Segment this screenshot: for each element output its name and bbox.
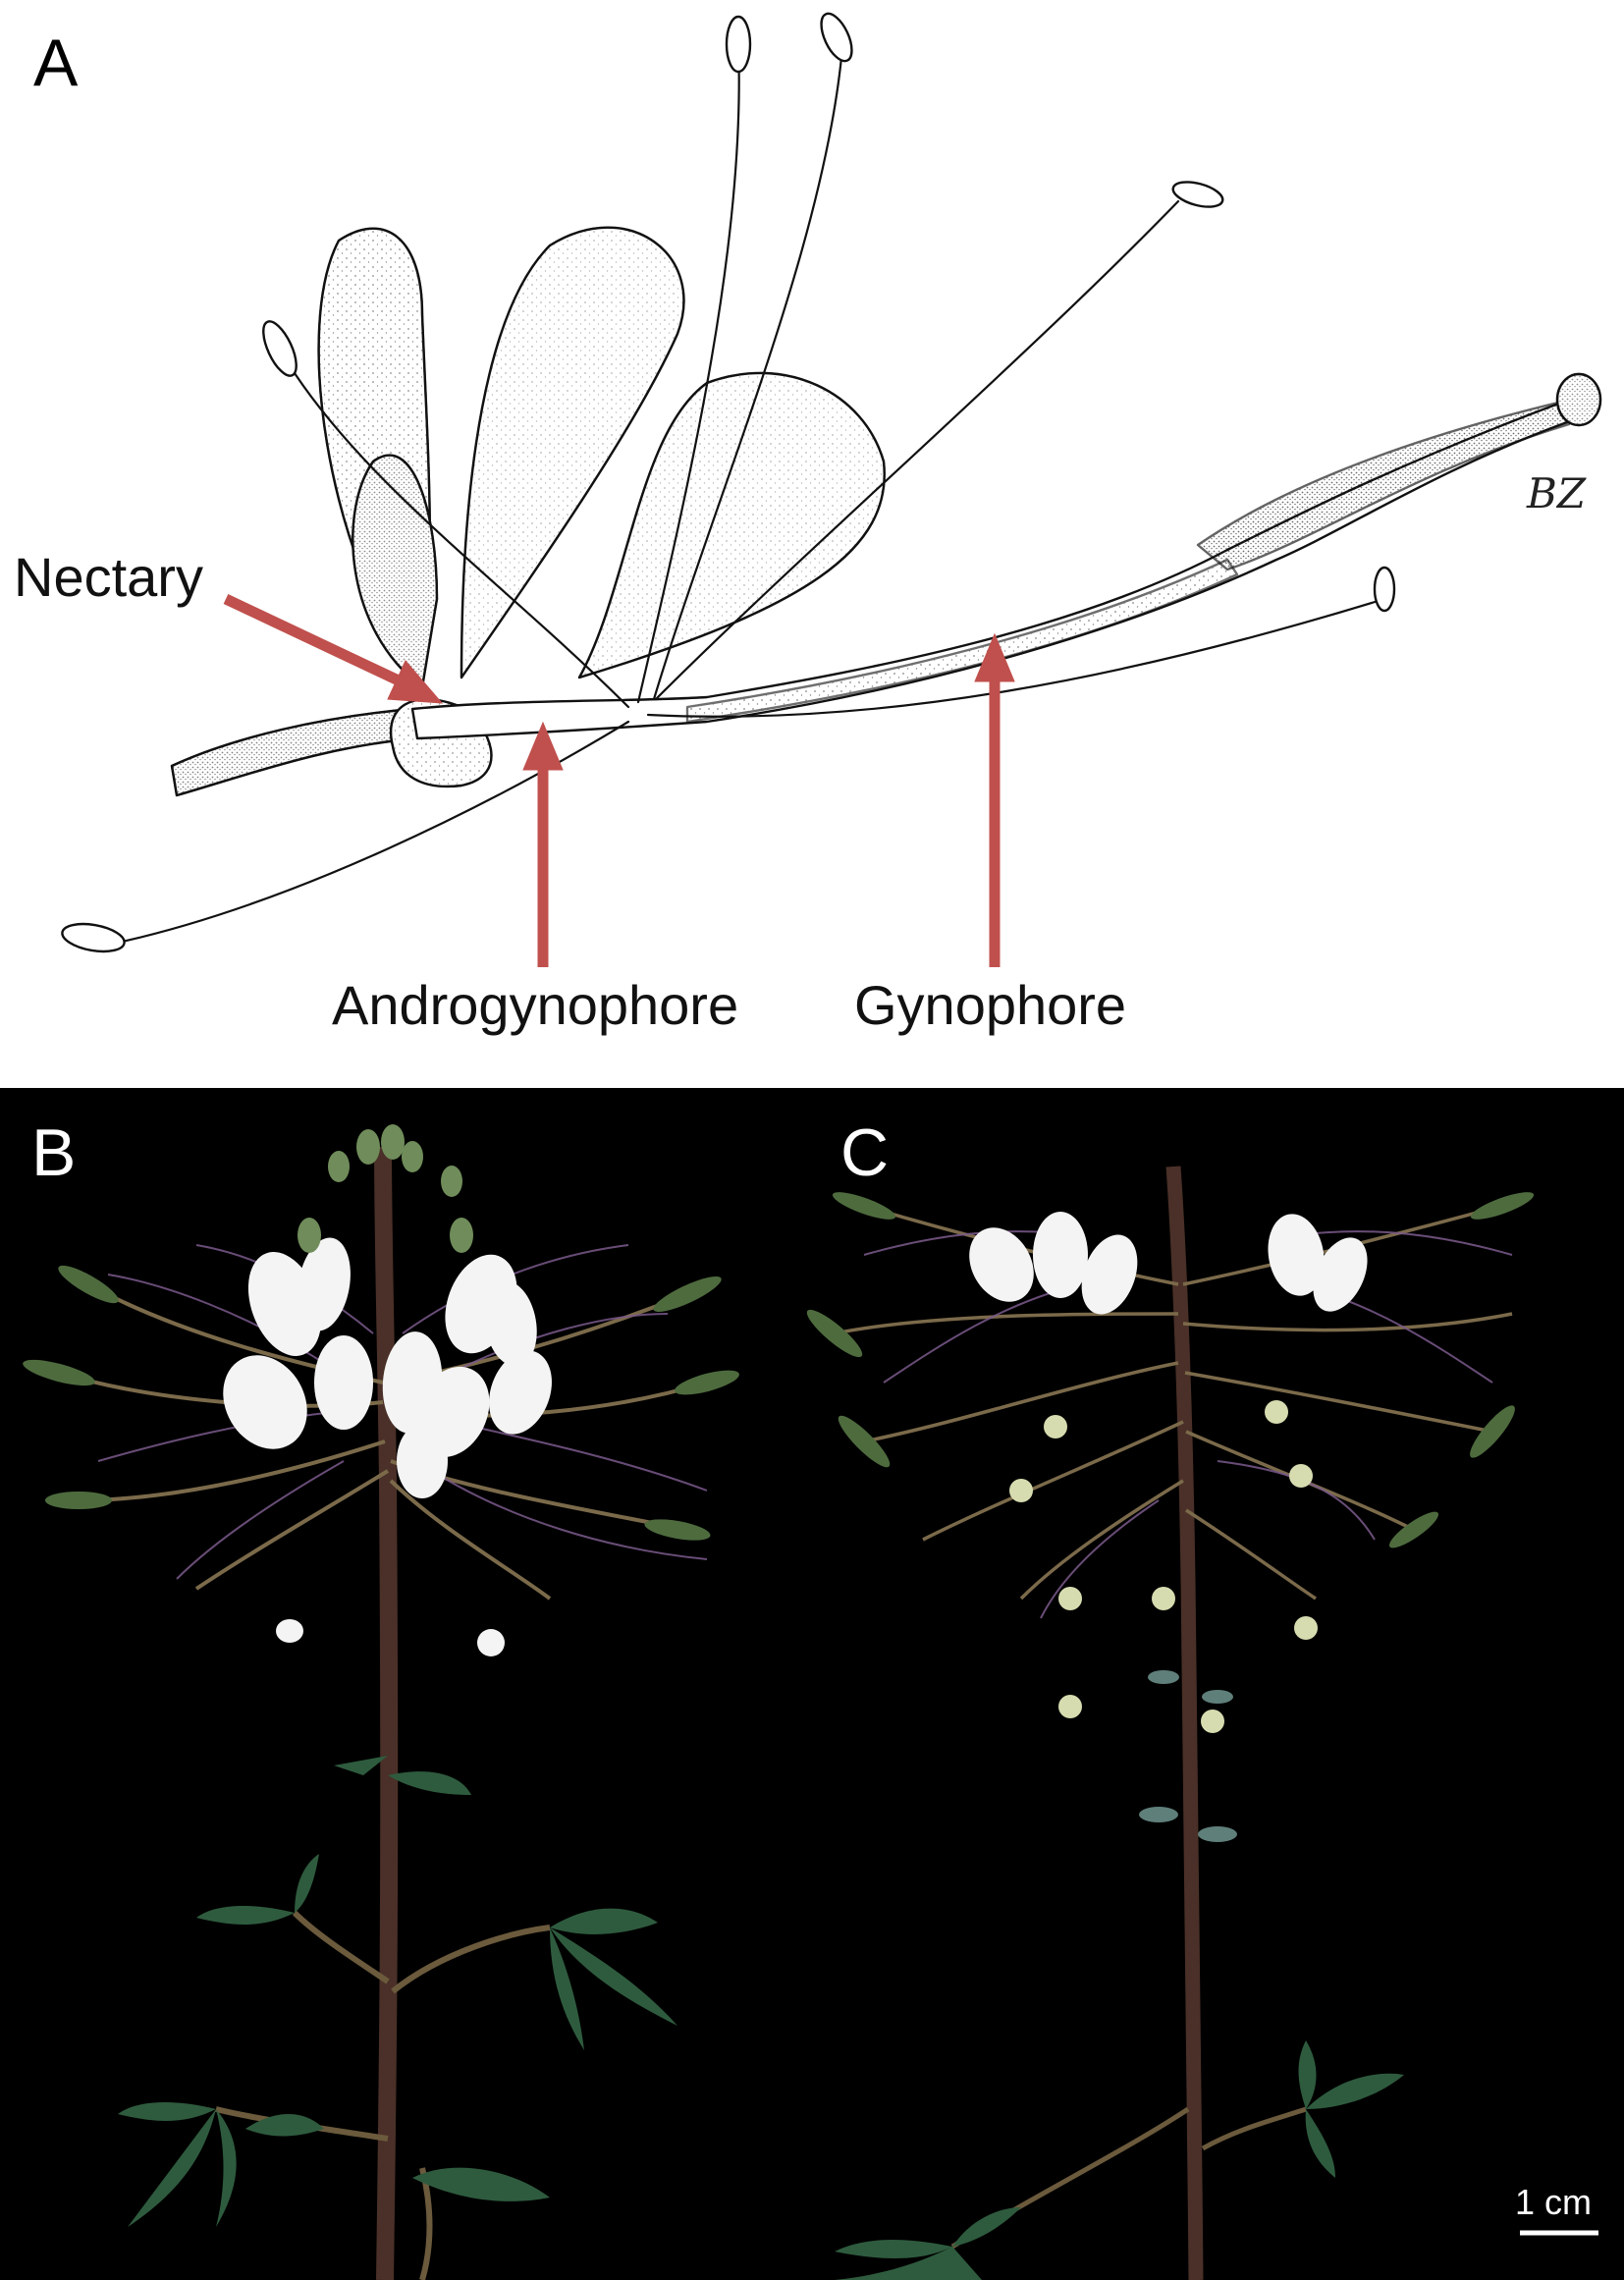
leaves-b [118, 1756, 677, 2227]
photo-panel-c [806, 1166, 1535, 2280]
stamens [116, 42, 1386, 945]
nectary-arrow [223, 594, 444, 704]
pedicel [170, 707, 419, 797]
flower-drawing [61, 12, 1602, 967]
panel-a: A Nectary Androgynophore Gynophore BZ [0, 0, 1624, 1088]
label-androgynophore: Androgynophore [332, 974, 739, 1036]
panel-letter-b: B [31, 1115, 77, 1190]
petal-lower-left [352, 454, 439, 689]
label-gynophore: Gynophore [854, 974, 1127, 1036]
panel-letter-a: A [33, 26, 79, 100]
callout-arrows [223, 594, 1015, 967]
panels-b-c: B C 1 cm [0, 1088, 1624, 2280]
gynophore-arrow [974, 632, 1015, 967]
label-nectary: Nectary [14, 546, 203, 608]
petal-upper-middle [460, 226, 685, 679]
photo-panel-b [23, 1124, 739, 2280]
scale-bar-label: 1 cm [1515, 2182, 1593, 2222]
white-flowers-c [969, 1212, 1368, 1315]
leaves-c [835, 2040, 1404, 2280]
artist-signature: BZ [1527, 469, 1587, 517]
panel-letter-c: C [840, 1115, 890, 1190]
white-flowers-b [223, 1237, 552, 1656]
anthers [61, 12, 1396, 953]
androgynophore-arrow [522, 721, 564, 967]
plant-photographs [23, 1124, 1598, 2280]
petal-right [577, 371, 886, 679]
